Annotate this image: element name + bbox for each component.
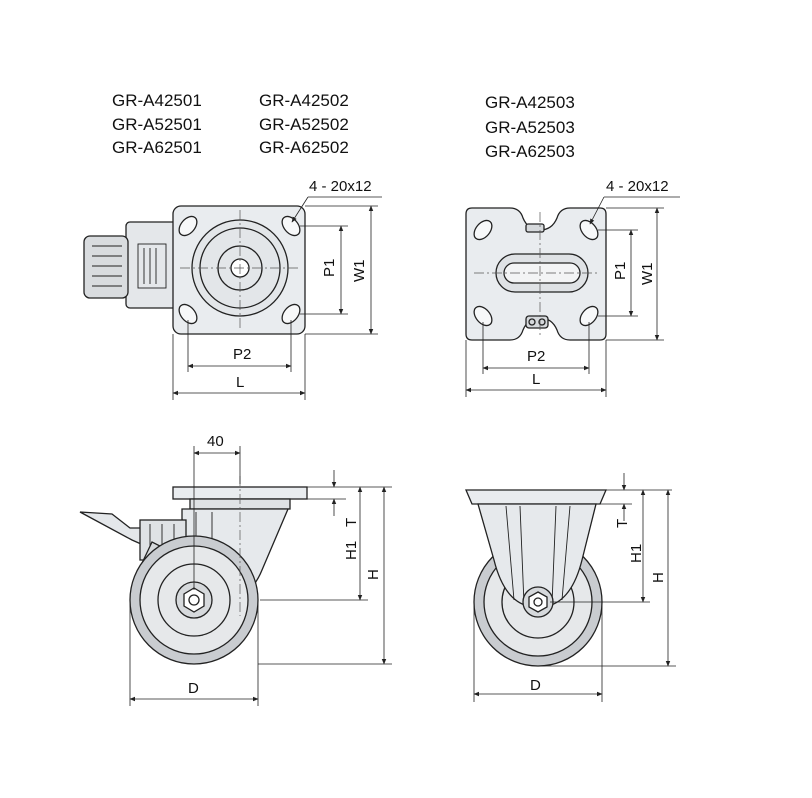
dimension-p2-label: P2 (527, 348, 545, 365)
dimension-h-label: H (650, 572, 667, 583)
bolt-slot-icon (473, 219, 599, 327)
dimension-p1-w1: P1 W1 (300, 205, 378, 335)
dimension-h1-label: H1 (343, 541, 360, 560)
dimension-p1-w1: P1 W1 (598, 207, 664, 341)
dimension-d: D (129, 600, 259, 706)
model-code: GR-A52502 (259, 115, 349, 134)
bolt-hole-label: 4 - 20x12 (309, 178, 372, 195)
dimension-w1-label: W1 (351, 260, 368, 283)
swivel-side-view (79, 476, 308, 665)
fixed-side-view (465, 489, 607, 667)
bolt-hole-callout: 4 - 20x12 (291, 178, 382, 223)
dimension-offset-label: 40 (207, 433, 224, 450)
dimension-w1-label: W1 (639, 263, 656, 286)
model-code: GR-A42503 (485, 93, 575, 112)
model-code: GR-A52501 (112, 115, 202, 134)
model-codes-swivel: GR-A42501 GR-A52501 GR-A62501 (112, 91, 202, 157)
bolt-slot-icon (178, 215, 301, 325)
model-codes-fixed: GR-A42503 GR-A52503 GR-A62503 (485, 93, 575, 161)
dimension-d: D (473, 602, 603, 702)
dimension-p2-label: P2 (233, 346, 251, 363)
model-code: GR-A42501 (112, 91, 202, 110)
top-plate (465, 489, 607, 505)
dimension-h1-label: H1 (628, 544, 645, 563)
dimension-offset: 40 (193, 433, 241, 590)
model-code: GR-A42502 (259, 91, 349, 110)
dimension-t-h1-h: T H1 H (538, 473, 676, 667)
dimension-l-label: L (532, 371, 540, 388)
model-code: GR-A62503 (485, 142, 575, 161)
brake-pedal-icon (83, 221, 179, 309)
model-code: GR-A62502 (259, 138, 349, 157)
dimension-t-label: T (343, 518, 360, 527)
model-code: GR-A52503 (485, 118, 575, 137)
dimension-p1-label: P1 (321, 259, 338, 277)
dimension-d-label: D (530, 677, 541, 694)
model-codes-swivel-brake: GR-A42502 GR-A52502 GR-A62502 (259, 91, 349, 157)
model-code: GR-A62501 (112, 138, 202, 157)
swivel-top-view (83, 205, 306, 335)
dimension-h-label: H (365, 569, 382, 580)
fixed-top-view (465, 207, 607, 341)
bolt-hole-callout: 4 - 20x12 (589, 178, 680, 225)
dimension-d-label: D (188, 680, 199, 697)
axle-nut-icon (522, 586, 554, 618)
dimension-p1-label: P1 (612, 262, 629, 280)
dimension-l-label: L (236, 374, 244, 391)
bolt-hole-label: 4 - 20x12 (606, 178, 669, 195)
wheel-icon (129, 535, 259, 665)
dimension-p2-l: P2 L (465, 322, 607, 397)
dimension-t-label: T (614, 519, 631, 528)
dimension-p2-l: P2 L (172, 320, 306, 400)
dimension-t-h1-h: T H1 H (258, 470, 392, 665)
axle-nut-icon (525, 315, 549, 329)
